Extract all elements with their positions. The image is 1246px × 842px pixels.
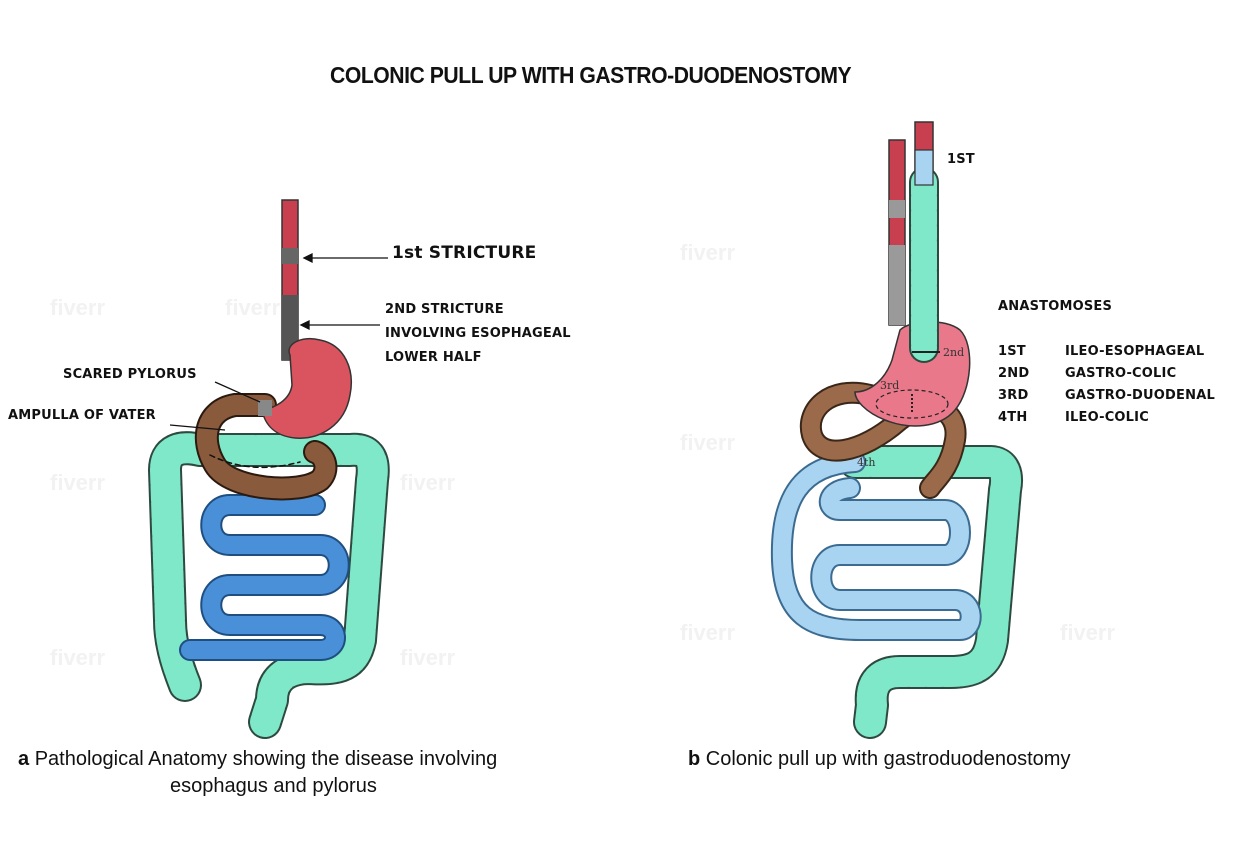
label-ampulla-of-vater: AMPULLA OF VATER	[8, 408, 156, 423]
caption-a-letter: a	[18, 748, 30, 770]
panel-a-illustration	[148, 199, 390, 739]
anastomosis-name: GASTRO-COLIC	[1065, 366, 1177, 381]
anastomosis-name: GASTRO-DUODENAL	[1065, 388, 1215, 403]
watermark: fiverr	[680, 620, 736, 645]
watermark: fiverr	[400, 470, 456, 495]
anastomosis-num: 1ST	[998, 344, 1026, 359]
annotation-arrows-a	[169, 252, 388, 431]
watermark: fiverr	[50, 645, 106, 670]
anastomosis-num: 4TH	[998, 410, 1028, 425]
pylorus-scar-a	[258, 400, 272, 416]
caption-b: b Colonic pull up with gastroduodenostom…	[688, 748, 1070, 771]
label-2nd-stricture-line3: LOWER HALF	[385, 350, 482, 365]
caption-b-letter: b	[688, 748, 701, 770]
caption-b-text: Colonic pull up with gastroduodenostomy	[705, 748, 1071, 770]
inline-label-4th: 4th	[857, 456, 876, 469]
watermark: fiverr	[50, 295, 106, 320]
inline-label-2nd: 2nd	[943, 346, 964, 359]
watermark: fiverr	[1060, 620, 1116, 645]
label-2nd-stricture: 2ND STRICTURE	[385, 302, 504, 317]
watermark: fiverr	[680, 430, 736, 455]
stomach-b	[854, 321, 971, 427]
watermark: fiverr	[50, 470, 106, 495]
small-intestine-b	[770, 451, 982, 641]
label-scared-pylorus: SCARED PYLORUS	[63, 367, 197, 382]
caption-a: a Pathological Anatomy showing the disea…	[18, 748, 497, 771]
caption-a-line1: Pathological Anatomy showing the disease…	[34, 748, 498, 770]
small-intestine-a	[179, 494, 350, 661]
anastomoses-heading: ANASTOMOSES	[998, 299, 1113, 314]
anastomosis-name: ILEO-ESOPHAGEAL	[1065, 344, 1205, 359]
colon-b	[838, 445, 1024, 739]
duodenum-a	[194, 393, 338, 501]
label-1st-stricture: 1st STRICTURE	[392, 243, 537, 263]
page-title: COLONIC PULL UP WITH GASTRO-DUODENOSTOMY	[330, 62, 852, 88]
caption-a-line2-block: esophagus and pylorus	[170, 775, 377, 798]
inline-label-3rd: 3rd	[880, 379, 899, 392]
duodenum-b	[799, 381, 967, 499]
panel-b-illustration: 2nd 3rd 4th	[770, 121, 1024, 739]
watermark: fiverr	[225, 295, 281, 320]
gastro-duodenal-anastomosis	[875, 389, 949, 419]
watermark: fiverr	[680, 240, 736, 265]
watermark: fiverr	[400, 645, 456, 670]
label-1st-b: 1ST	[947, 152, 975, 167]
anastomosis-num: 2ND	[998, 366, 1030, 381]
colon-a	[148, 431, 390, 739]
label-2nd-stricture-line2: INVOLVING ESOPHAGEAL	[385, 326, 571, 341]
caption-a-line2: esophagus and pylorus	[170, 775, 377, 797]
anastomosis-name: ILEO-COLIC	[1065, 410, 1149, 425]
anastomosis-num: 3RD	[998, 388, 1029, 403]
